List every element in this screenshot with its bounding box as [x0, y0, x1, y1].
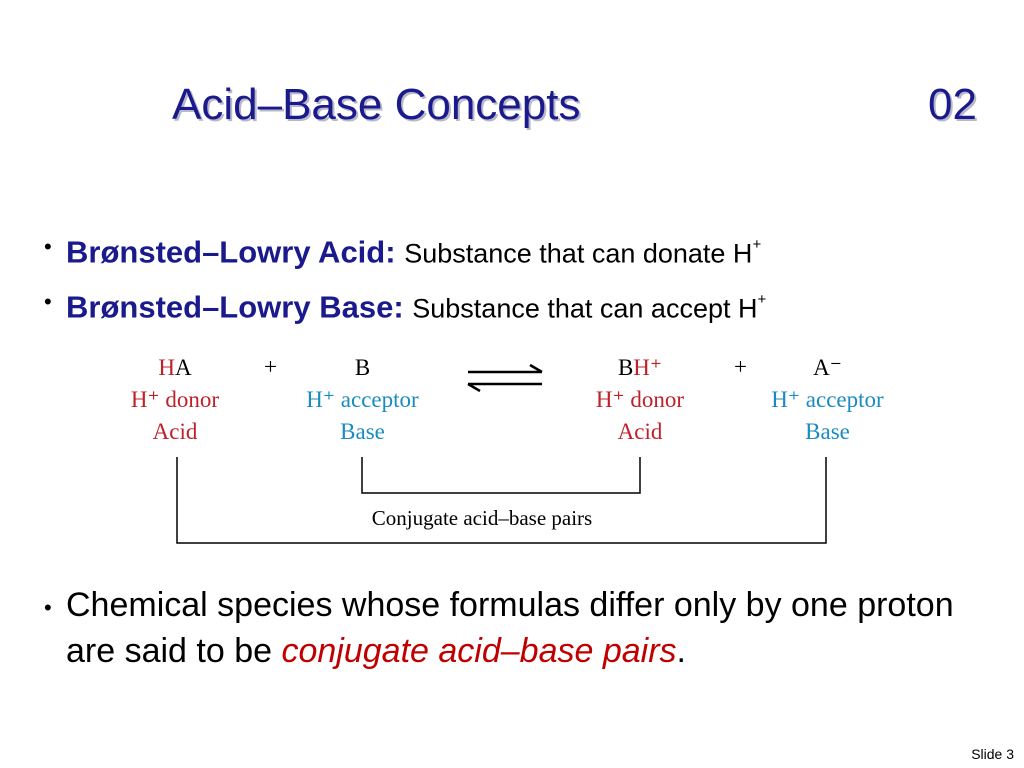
species-ha-role: H⁺ donor: [130, 387, 220, 412]
species-bh: BH⁺ H⁺ donor Acid: [575, 352, 705, 448]
bullet-dot: •: [44, 289, 52, 314]
diagram-lines: [176, 363, 827, 544]
species-ha-formula: HA: [158, 355, 192, 380]
acid-description: Substance that can donate H: [404, 238, 753, 269]
acid-term: Brønsted–Lowry Acid:: [66, 234, 396, 270]
species-a-formula: A⁻: [813, 355, 842, 380]
species-a-role: H⁺ acceptor: [771, 387, 884, 412]
equilibrium-arrows-icon: [467, 363, 543, 393]
species-b: B H⁺ acceptor Base: [290, 352, 435, 448]
species-ha: HA H⁺ donor Acid: [110, 352, 240, 448]
bullet-dot: •: [44, 234, 52, 259]
species-bh-role: H⁺ donor: [595, 387, 685, 412]
title-number-tag: 02: [928, 80, 977, 129]
bullet-base-definition: • Brønsted–Lowry Base: Substance that ca…: [44, 279, 766, 331]
bullet-dot: •: [44, 595, 52, 620]
base-superscript: +: [757, 291, 767, 308]
outer-pair-bracket: [176, 457, 827, 544]
conclusion-text: Chemical species whose formulas differ o…: [66, 586, 954, 670]
conjugate-pairs-diagram: HA H⁺ donor Acid + B H⁺ acceptor Base BH…: [110, 350, 910, 550]
slide-number: Slide 3: [971, 746, 1014, 762]
conclusion-end: .: [676, 632, 686, 670]
species-b-formula: B: [354, 355, 371, 380]
conjugate-pairs-label: Conjugate acid–base pairs: [328, 506, 636, 531]
species-bh-formula: BH⁺: [617, 355, 663, 380]
inner-pair-bracket: [361, 457, 641, 494]
plus-sign: +: [734, 354, 747, 379]
species-bh-type: Acid: [617, 419, 663, 444]
species-b-role: H⁺ acceptor: [306, 387, 419, 412]
base-term: Brønsted–Lowry Base:: [66, 289, 404, 325]
conclusion-emphasis: conjugate acid–base pairs: [281, 632, 677, 670]
species-a-type: Base: [805, 419, 850, 444]
title-text: Acid–Base Concepts: [172, 80, 581, 129]
bullet-acid-definition: • Brønsted–Lowry Acid: Substance that ca…: [44, 224, 761, 276]
plus-sign: +: [264, 354, 277, 379]
acid-superscript: +: [752, 236, 762, 253]
species-b-type: Base: [340, 419, 385, 444]
species-a: A⁻ H⁺ acceptor Base: [755, 352, 900, 448]
base-description: Substance that can accept H: [412, 293, 758, 324]
bullet-conclusion: • Chemical species whose formulas differ…: [44, 582, 1004, 674]
species-ha-type: Acid: [152, 419, 198, 444]
slide-title: Acid–Base Concepts 02: [172, 80, 977, 136]
